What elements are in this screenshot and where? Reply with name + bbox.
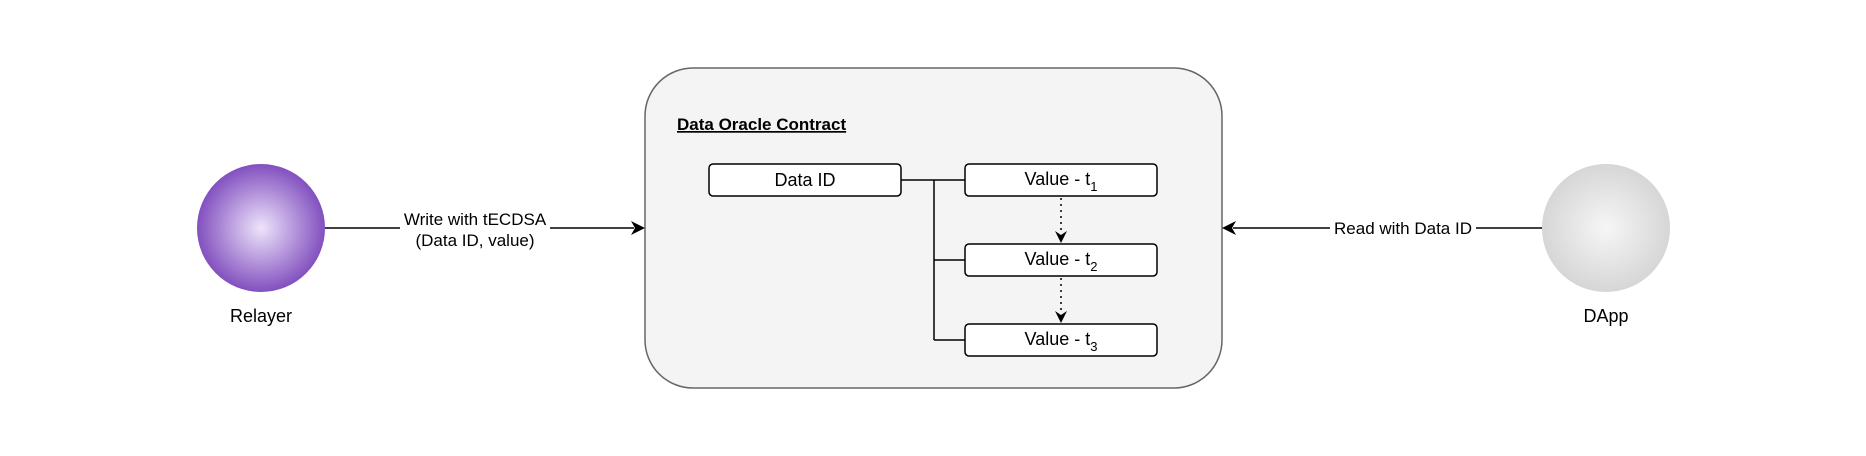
contract-title: Data Oracle Contract [677,115,846,134]
data-id-label: Data ID [774,170,835,190]
value-box-t3 [964,323,1158,357]
write-edge-label-line1: Write with tECDSA [404,210,547,229]
value-box-t1 [964,163,1158,197]
read-edge-arrowhead [1222,221,1236,235]
data-id-connector [901,179,965,341]
dapp-label: DApp [1583,306,1628,326]
dapp-node [1542,164,1670,292]
relayer-label: Relayer [230,306,292,326]
value-subscript-t3: 3 [1090,339,1097,354]
value-label-t3: Value - t3 [1025,329,1098,354]
value-subscript-t2: 2 [1090,259,1097,274]
value-subscript-t1: 1 [1090,179,1097,194]
write-edge-arrowhead [631,221,645,235]
value-label-t1: Value - t1 [1025,169,1098,194]
relayer-node [197,164,325,292]
write-edge-label-line2: (Data ID, value) [415,231,534,250]
value-box-t2 [964,243,1158,277]
dotted-arrowhead-t2-t3 [1055,311,1067,323]
value-label-t2: Value - t2 [1025,249,1098,274]
dotted-arrowhead-t1-t2 [1055,231,1067,243]
read-edge-label: Read with Data ID [1334,219,1472,238]
